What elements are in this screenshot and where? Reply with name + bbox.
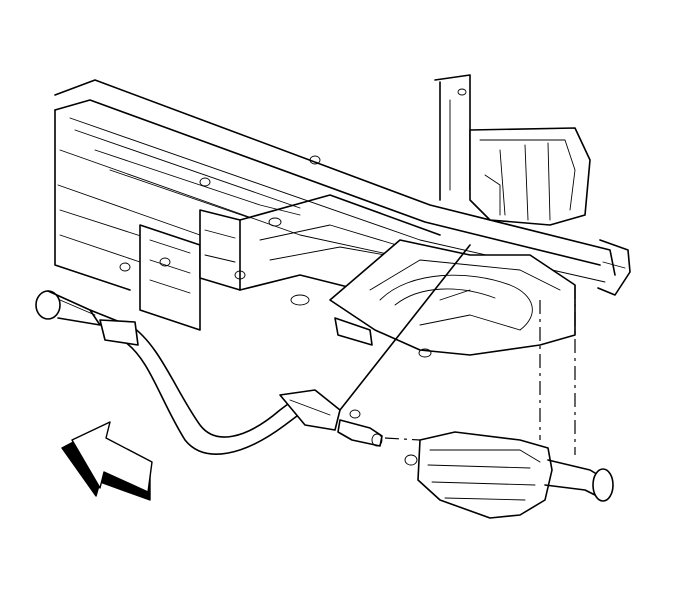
vehicle-front-direction-arrow: [61, 421, 153, 501]
exhaust-muffler-assembly: [404, 431, 614, 519]
assembly-leader-lines: [339, 244, 576, 455]
exhaust-intermediate-pipe: [35, 290, 383, 455]
vehicle-underbody-frame: [54, 74, 631, 331]
fuel-tank-shield: [329, 239, 576, 358]
